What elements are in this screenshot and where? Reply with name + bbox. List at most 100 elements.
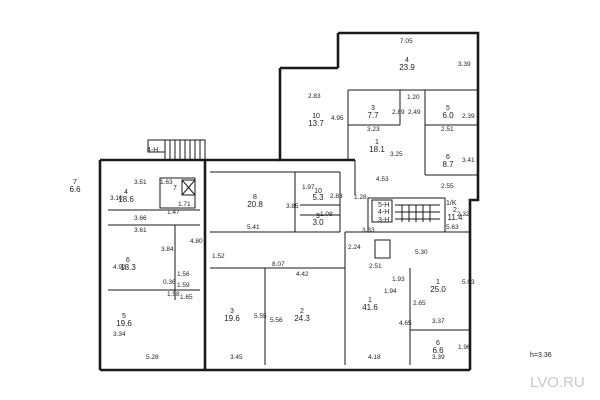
dimension: 2.83 [308, 93, 321, 100]
room-number: 7 [73, 179, 77, 186]
stair-label: 1/K [446, 200, 457, 207]
dimension: 1.56 [177, 271, 190, 278]
dimension: 4.53 [376, 176, 389, 183]
room-number: 9 [316, 213, 320, 220]
dimension: 5.41 [247, 224, 260, 231]
dimension: 3.23 [367, 126, 380, 133]
dimension: 4.42 [296, 271, 309, 278]
dimension: 2.51 [369, 263, 382, 270]
dimension: 3.37 [432, 318, 445, 325]
dimension: 1.97 [302, 184, 315, 191]
dimension: 5.55 [254, 313, 267, 320]
dimension: 1.94 [384, 288, 397, 295]
dimension: 2.65 [413, 300, 426, 307]
dimension: 2.55 [441, 183, 454, 190]
stair-label: 7 [173, 185, 177, 192]
dimension: 3.25 [390, 151, 403, 158]
room-area: 19.6 [116, 319, 132, 328]
stair-label: 4-H [147, 147, 158, 154]
dimension: 1.71 [178, 201, 191, 208]
room-area: 41.6 [362, 303, 378, 312]
room-area: 25.0 [430, 285, 446, 294]
room-number: 2 [453, 207, 457, 214]
watermark-text: LVO.RU [530, 374, 585, 391]
room-number: 10 [312, 113, 320, 120]
room-number: 8 [253, 194, 257, 201]
dimension: 1.28 [354, 194, 367, 201]
ceiling-height-note: h=3.36 [530, 352, 552, 359]
dimension: 8.07 [272, 261, 285, 268]
room-area: 7.7 [367, 111, 379, 120]
room-area: 8.7 [442, 160, 454, 169]
dimension: 1.65 [180, 294, 193, 301]
room-area: 6.6 [432, 346, 444, 355]
room-area: 3.0 [312, 218, 324, 227]
dimension: 2.89 [392, 109, 405, 116]
dimension: 3.45 [230, 354, 243, 361]
room-number: 2 [300, 308, 304, 315]
room-number: 1 [375, 139, 379, 146]
room-number: 1 [436, 279, 440, 286]
dimension: 2.39 [462, 113, 475, 120]
dimension: 0.36 [163, 279, 176, 286]
dimension: 3.84 [161, 246, 174, 253]
dimension: 5.03 [462, 279, 475, 286]
dimension: 4.80 [190, 238, 203, 245]
room-area: 6.0 [442, 111, 454, 120]
interior-walls [108, 89, 478, 365]
dimension: 1.96 [458, 344, 471, 351]
dimension: 3.51 [134, 179, 147, 186]
room-number: 1 [368, 297, 372, 304]
dimension: 3.85 [286, 203, 299, 210]
stair-label: 5-H [378, 202, 389, 209]
dimension: 3.61 [134, 227, 147, 234]
room-area: 13.7 [308, 119, 324, 128]
room-number: 4 [124, 189, 128, 196]
room-area: 18.6 [118, 195, 134, 204]
dimension: 4.95 [331, 115, 344, 122]
dimension: 3.66 [134, 215, 147, 222]
dimension: 2.24 [348, 244, 361, 251]
dimension: 4.65 [399, 320, 412, 327]
room-area: 19.6 [224, 314, 240, 323]
room-area: 11.4 [448, 213, 464, 222]
stair-right [371, 199, 440, 223]
room-number: 6 [126, 257, 130, 264]
dimension: 5.63 [446, 224, 459, 231]
room-area: 6.6 [69, 185, 81, 194]
room-area: 18.3 [120, 263, 136, 272]
dimension: 5.30 [415, 249, 428, 256]
dimension-labels: 7.05 3.39 2.83 4.95 1.20 2.89 2.49 2.39 … [110, 38, 475, 361]
dimension: 3.10 [110, 195, 123, 202]
dimension: 1.08 [320, 211, 333, 218]
dimension: 5.28 [146, 354, 159, 361]
dimension: 5.56 [270, 317, 283, 324]
dimension: 3.41 [462, 157, 475, 164]
dimension: 1.47 [167, 209, 180, 216]
dimension: 1.59 [177, 282, 190, 289]
dimension: 3.33 [362, 227, 375, 234]
room-number: 10 [314, 188, 322, 195]
dimension: 1.93 [392, 276, 405, 283]
room-area: 23.9 [399, 63, 415, 72]
room-area: 18.1 [369, 145, 385, 154]
dimension: 3.34 [113, 331, 126, 338]
stair-label: 3-H [378, 217, 389, 224]
room-number: 3 [230, 308, 234, 315]
room-area: 24.3 [294, 314, 310, 323]
outer-walls [98, 31, 480, 372]
room-number: 5 [122, 313, 126, 320]
elevator-box [181, 179, 196, 196]
dimension: 1.20 [407, 94, 420, 101]
stair-labels: 4-H 5-H 4-H 3-H 1/K 7 [147, 147, 457, 224]
dimension: 2.32 [457, 211, 470, 218]
dimension: 1.63 [160, 179, 173, 186]
room-area: 20.8 [247, 200, 263, 209]
room-number: 4 [405, 57, 409, 64]
dimension: 1.52 [212, 253, 225, 260]
stair-label: 4-H [378, 209, 389, 216]
dimension: 7.05 [400, 38, 413, 45]
dimension: 4.92 [113, 264, 126, 271]
